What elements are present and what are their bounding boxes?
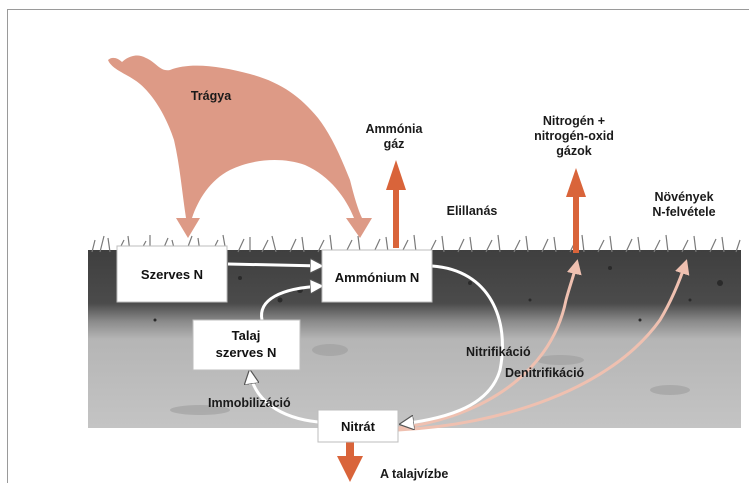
ammonia-gas-label-2: gáz <box>384 137 405 151</box>
plant-uptake-label-2: N-felvétele <box>652 205 715 219</box>
soil-organic-label-2: szerves N <box>216 345 277 360</box>
volatilization-label: Elillanás <box>447 204 498 218</box>
organic-n-box: Szerves N <box>117 246 227 302</box>
manure-label: Trágya <box>191 89 232 103</box>
organic-to-ammonium-arrow <box>228 264 322 266</box>
nitrate-box: Nitrát <box>318 410 398 442</box>
ammonia-gas-label-1: Ammónia <box>366 122 424 136</box>
denitrification-label: Denitrifikáció <box>505 366 585 380</box>
plant-uptake-label-1: Növények <box>654 190 713 204</box>
ammonia-gas-arrow <box>386 160 406 248</box>
leaching-label: A talajvízbe <box>380 467 448 481</box>
leaching-arrow <box>337 438 363 482</box>
soil-organic-n-box: Talaj szerves N <box>193 320 300 370</box>
ammonium-n-label: Ammónium N <box>335 270 420 285</box>
n-gases-label-1: Nitrogén + <box>543 114 605 128</box>
soil-organic-label-1: Talaj <box>232 328 261 343</box>
organic-n-label: Szerves N <box>141 267 203 282</box>
manure-shape <box>108 55 372 238</box>
n-gases-label-3: gázok <box>556 144 591 158</box>
nitrate-label: Nitrát <box>341 419 376 434</box>
nitrification-label: Nitrifikáció <box>466 345 531 359</box>
n-gases-label-2: nitrogén-oxid <box>534 129 614 143</box>
immobilization-label: Immobilizáció <box>208 396 291 410</box>
ammonium-n-box: Ammónium N <box>322 250 432 302</box>
